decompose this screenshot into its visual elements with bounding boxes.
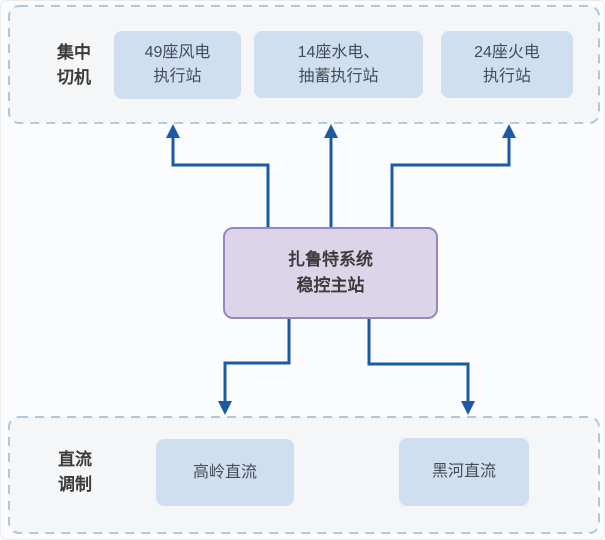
node-wind-line2: 执行站 <box>153 68 202 85</box>
hub-line1: 扎鲁特系统 <box>288 250 373 269</box>
node-heihe-dc: 黑河直流 <box>399 438 529 506</box>
top-group-label-line2: 切机 <box>57 68 91 87</box>
node-wind-line1: 49座风电 <box>144 44 211 61</box>
node-hydro-execution-station: 14座水电、 抽蓄执行站 <box>254 31 423 98</box>
node-gaoling-dc: 高岭直流 <box>156 439 294 506</box>
node-wind-execution-station: 49座风电 执行站 <box>114 31 241 99</box>
top-group-label: 集中 切机 <box>39 31 109 99</box>
bottom-group-label-line1: 直流 <box>58 450 92 469</box>
arrow-hub-to-heihe-dc <box>367 318 475 415</box>
node-hydro-line2: 抽蓄执行站 <box>298 67 379 85</box>
top-group-label-line1: 集中 <box>57 43 91 62</box>
hub-zhalute-master-station: 扎鲁特系统 稳控主站 <box>223 227 438 319</box>
arrow-hub-to-thermal-station <box>390 124 516 228</box>
node-heihe-dc-label: 黑河直流 <box>431 463 496 480</box>
arrow-hub-to-gaoling-dc <box>218 318 291 415</box>
bottom-group-label-line2: 调制 <box>58 475 92 494</box>
hub-line2: 稳控主站 <box>296 276 365 295</box>
node-hydro-line1: 14座水电、 <box>297 43 380 61</box>
node-thermal-line1: 24座火电 <box>474 43 540 61</box>
node-thermal-line2: 执行站 <box>482 67 531 85</box>
arrow-hub-to-hydro-station <box>324 124 338 228</box>
node-thermal-execution-station: 24座火电 执行站 <box>441 31 573 98</box>
bottom-group-label: 直流 调制 <box>41 438 109 506</box>
node-gaoling-dc-label: 高岭直流 <box>192 463 257 481</box>
arrow-hub-to-wind-station <box>166 124 270 228</box>
